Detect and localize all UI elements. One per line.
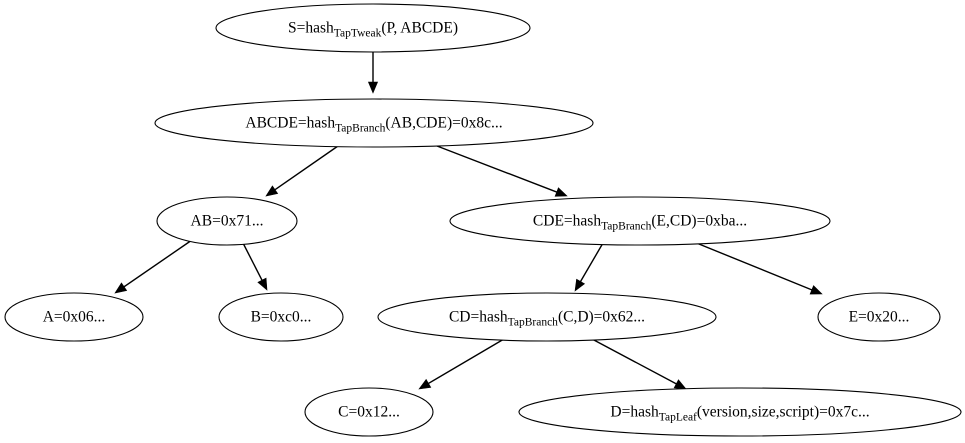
arrow-head-icon	[367, 81, 379, 94]
node-ellipse-abcde[interactable]	[154, 98, 594, 148]
node-ellipse-cd[interactable]	[377, 292, 717, 342]
node-ellipse-d[interactable]	[518, 387, 962, 437]
edge-line	[436, 145, 557, 193]
edge-abcde-to-cde	[436, 145, 568, 197]
node-ellipse-b[interactable]	[218, 292, 344, 342]
edge-line	[579, 242, 604, 282]
edge-s-to-abcde	[367, 52, 379, 94]
edge-line	[693, 241, 813, 291]
edge-cde-to-e	[693, 241, 823, 295]
node-ellipse-c[interactable]	[304, 387, 434, 437]
arrow-head-icon	[574, 278, 586, 292]
node-ellipse-cde[interactable]	[449, 196, 831, 246]
edge-ab-to-a	[114, 239, 193, 294]
arrow-head-icon	[554, 187, 568, 197]
edge-cd-to-c	[418, 338, 505, 390]
edge-ab-to-b	[242, 242, 268, 291]
edge-line	[274, 145, 339, 191]
nodes-layer	[4, 3, 962, 437]
edge-line	[242, 242, 263, 281]
edges-layer	[114, 52, 823, 390]
edge-line	[123, 239, 193, 288]
edge-line	[591, 338, 677, 385]
edge-abcde-to-ab	[265, 145, 339, 197]
arrow-head-icon	[265, 185, 279, 197]
node-ellipse-ab[interactable]	[156, 196, 298, 246]
arrow-head-icon	[257, 277, 268, 291]
node-ellipse-a[interactable]	[4, 292, 144, 342]
arrow-head-icon	[114, 282, 128, 294]
node-ellipse-s[interactable]	[215, 3, 531, 53]
edge-cd-to-d	[591, 338, 687, 390]
arrow-head-icon	[673, 379, 687, 390]
arrow-head-icon	[418, 378, 432, 390]
arrow-head-icon	[809, 285, 823, 295]
edge-line	[428, 338, 505, 385]
node-ellipse-e[interactable]	[817, 292, 941, 342]
edge-cde-to-cd	[574, 242, 604, 292]
